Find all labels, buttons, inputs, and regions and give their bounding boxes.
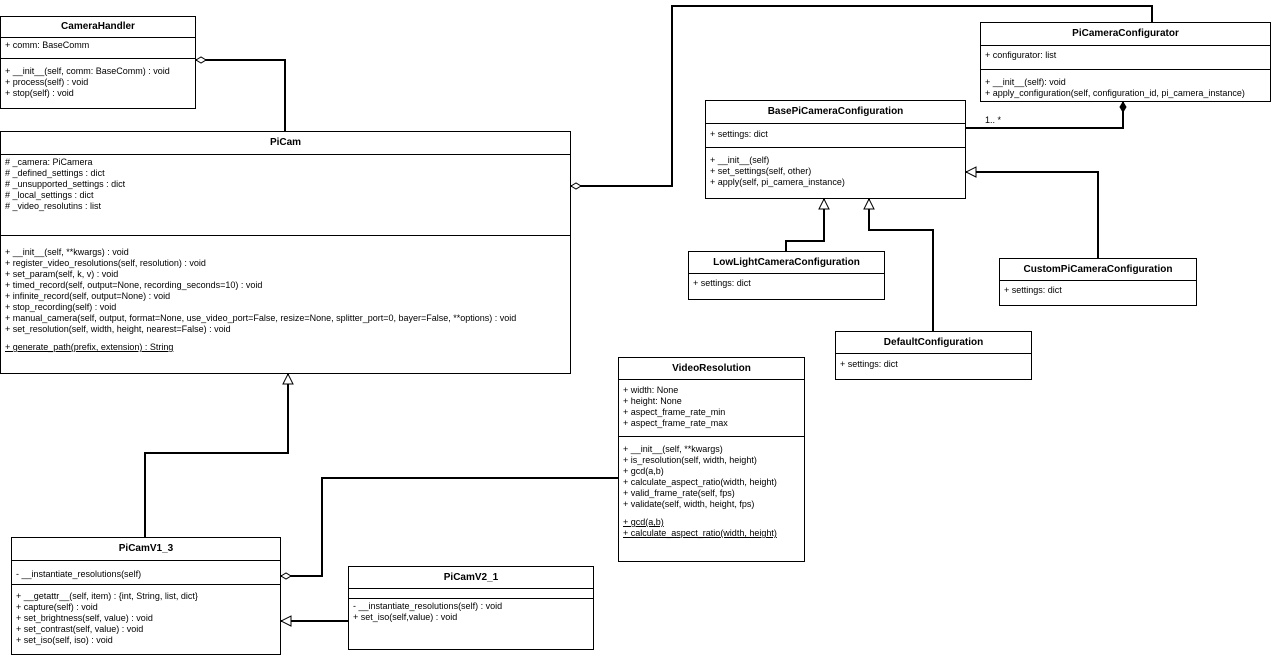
attribute: + settings: dict — [840, 359, 898, 369]
method: + stop(self) : void — [5, 88, 74, 98]
attributes-section: + comm: BaseComm — [1, 38, 195, 59]
methods-section: + __init__(self): void + apply_configura… — [981, 70, 1270, 99]
attributes-section: + settings: dict — [689, 274, 884, 295]
attributes-section: + settings: dict — [1000, 281, 1196, 302]
spacer — [623, 510, 804, 517]
class-custompicameraconfiguration[interactable]: CustomPiCameraConfiguration + settings: … — [999, 258, 1197, 306]
method: + set_iso(self, iso) : void — [16, 635, 113, 645]
method: + __init__(self, **kwargs) : void — [5, 247, 129, 257]
method: + register_video_resolutions(self, resol… — [5, 258, 206, 268]
method: + set_resolution(self, width, height, ne… — [5, 324, 231, 334]
generalization-default-base — [869, 199, 934, 331]
class-name: PiCam — [1, 132, 570, 155]
attribute: # _local_settings : dict — [5, 190, 94, 200]
methods-section: + __init__(self) + set_settings(self, ot… — [706, 148, 965, 188]
method: + __init__(self, **kwargs) — [623, 444, 723, 454]
class-defaultconfiguration[interactable]: DefaultConfiguration + settings: dict — [835, 331, 1032, 380]
generalization-lowlight-base — [785, 199, 824, 251]
method: + set_settings(self, other) — [710, 166, 812, 176]
method: + set_iso(self,value) : void — [353, 612, 458, 622]
method: + capture(self) : void — [16, 602, 98, 612]
attribute: + settings: dict — [710, 129, 768, 139]
method: + infinite_record(self, output=None) : v… — [5, 291, 171, 301]
static-method: + calculate_aspect_ratio(width, height) — [623, 528, 777, 538]
class-basepicameraconfiguration[interactable]: BasePiCameraConfiguration + settings: di… — [705, 100, 966, 199]
method: + apply(self, pi_camera_instance) — [710, 177, 845, 187]
composition-base-configurator — [966, 101, 1127, 129]
methods-section: + __init__(self, **kwargs) + is_resoluti… — [619, 437, 804, 539]
aggregation-picam-configurator — [570, 5, 1153, 190]
class-lowlightcameraconfiguration[interactable]: LowLightCameraConfiguration + settings: … — [688, 251, 885, 300]
attributes-section: + width: None + height: None + aspect_fr… — [619, 380, 804, 437]
attribute: + aspect_frame_rate_max — [623, 418, 728, 428]
methods-section: + __init__(self, comm: BaseComm) : void … — [1, 59, 195, 99]
method: + set_brightness(self, value) : void — [16, 613, 153, 623]
attribute: + settings: dict — [1004, 285, 1062, 295]
method: + __init__(self, comm: BaseComm) : void — [5, 66, 170, 76]
class-name: CustomPiCameraConfiguration — [1000, 259, 1196, 281]
multiplicity-label: 1.. * — [985, 115, 1002, 125]
class-camerahandler[interactable]: CameraHandler + comm: BaseComm + __init_… — [0, 16, 196, 109]
method: + manual_camera(self, output, format=Non… — [5, 313, 517, 323]
attribute: + comm: BaseComm — [5, 40, 90, 50]
method: - __instantiate_resolutions(self) : void — [353, 601, 503, 611]
attribute: + configurator: list — [985, 50, 1057, 60]
attribute: # _video_resolutins : list — [5, 201, 102, 211]
class-name: VideoResolution — [619, 358, 804, 380]
method: - __instantiate_resolutions(self) — [16, 569, 142, 579]
class-name: LowLightCameraConfiguration — [689, 252, 884, 274]
class-videoresolution[interactable]: VideoResolution + width: None + height: … — [618, 357, 805, 562]
method: + __init__(self): void — [985, 77, 1066, 87]
attributes-section: + configurator: list — [981, 46, 1270, 70]
method: + __getattr__(self, item) : {int, String… — [16, 591, 198, 601]
class-name: PiCameraConfigurator — [981, 23, 1270, 46]
attribute: + height: None — [623, 396, 682, 406]
static-method: + gcd(a,b) — [623, 517, 664, 527]
class-picameraconfigurator[interactable]: PiCameraConfigurator + configurator: lis… — [980, 22, 1271, 102]
empty-section — [349, 589, 593, 599]
method: + process(self) : void — [5, 77, 89, 87]
class-name: CameraHandler — [1, 17, 195, 38]
spacer — [5, 335, 570, 342]
class-name: BasePiCameraConfiguration — [706, 101, 965, 124]
attribute: # _defined_settings : dict — [5, 168, 105, 178]
class-name: PiCamV2_1 — [349, 567, 593, 589]
class-picamv2-1[interactable]: PiCamV2_1 - __instantiate_resolutions(se… — [348, 566, 594, 650]
methods-section: + __init__(self, **kwargs) : void + regi… — [1, 236, 570, 353]
method: + gcd(a,b) — [623, 466, 664, 476]
class-picam[interactable]: PiCam # _camera: PiCamera # _defined_set… — [0, 131, 571, 374]
attributes-section: + settings: dict — [836, 354, 1031, 376]
static-method: + generate_path(prefix, extension) : Str… — [5, 342, 174, 352]
private-methods-section: - __instantiate_resolutions(self) — [12, 561, 280, 585]
method: + set_param(self, k, v) : void — [5, 269, 119, 279]
method: + validate(self, width, height, fps) — [623, 499, 755, 509]
method: + calculate_aspect_ratio(width, height) — [623, 477, 777, 487]
methods-section: + __getattr__(self, item) : {int, String… — [12, 585, 280, 646]
class-name: PiCamV1_3 — [12, 538, 280, 561]
aggregation-camerahandler-picam — [195, 56, 286, 131]
attribute: # _camera: PiCamera — [5, 157, 93, 167]
methods-section: - __instantiate_resolutions(self) : void… — [349, 599, 593, 623]
method: + __init__(self) — [710, 155, 770, 165]
attributes-section: # _camera: PiCamera # _defined_settings … — [1, 155, 570, 236]
method: + apply_configuration(self, configuratio… — [985, 88, 1245, 98]
attribute: + width: None — [623, 385, 679, 395]
class-name: DefaultConfiguration — [836, 332, 1031, 354]
attribute: + aspect_frame_rate_min — [623, 407, 726, 417]
method: + stop_recording(self) : void — [5, 302, 117, 312]
attribute: # _unsupported_settings : dict — [5, 179, 126, 189]
attributes-section: + settings: dict — [706, 124, 965, 148]
method: + timed_record(self, output=None, record… — [5, 280, 263, 290]
generalization-v13-picam — [144, 374, 288, 537]
method: + valid_frame_rate(self, fps) — [623, 488, 735, 498]
method: + set_contrast(self, value) : void — [16, 624, 144, 634]
generalization-custom-base — [966, 172, 1099, 258]
method: + is_resolution(self, width, height) — [623, 455, 757, 465]
aggregation-v13-videoresolution — [280, 477, 618, 580]
class-picamv1-3[interactable]: PiCamV1_3 - __instantiate_resolutions(se… — [11, 537, 281, 655]
attribute: + settings: dict — [693, 278, 751, 288]
